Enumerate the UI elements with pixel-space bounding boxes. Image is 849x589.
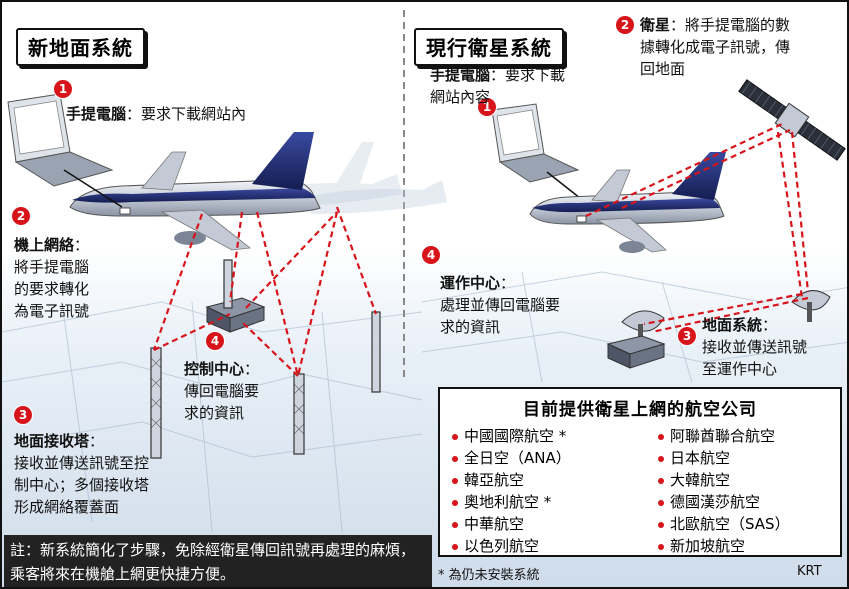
ground-map (2, 271, 847, 533)
left-step-3-head: 地面接收塔 (14, 432, 90, 450)
right-step-4-text: ： 處理並傳回電腦要 求的資訊 (440, 274, 561, 336)
list-item: 大韓航空 (658, 469, 790, 491)
list-item: 全日空（ANA） (452, 447, 571, 469)
satellite (738, 79, 846, 161)
left-step-4-head: 控制中心 (184, 360, 245, 378)
bullet-icon (658, 433, 664, 440)
airplane-left (69, 132, 321, 251)
credit: KRT (797, 564, 822, 579)
left-step-1-number: 1 (54, 80, 72, 98)
control-center-left (205, 297, 266, 333)
left-step-3-number: 3 (14, 406, 32, 424)
left-step-1-head: 手提電腦 (66, 105, 127, 123)
airline-name: 新加坡航空 (670, 537, 746, 555)
signal-paths-right (585, 123, 810, 334)
left-step-2-label: 機上網絡： 將手提電腦 的要求轉化 為電子訊號 (14, 234, 89, 322)
laptop-left (7, 93, 114, 187)
left-step-4-number: 4 (206, 332, 224, 350)
list-item: 北歐航空（SAS） (658, 513, 790, 535)
bullet-icon (658, 521, 664, 528)
airline-name: 北歐航空（SAS） (670, 515, 790, 533)
list-item: 德國漢莎航空 (658, 491, 790, 513)
bullet-icon (452, 455, 458, 462)
airline-name: 日本航空 (670, 449, 731, 467)
airline-name: 韓亞航空 (464, 471, 525, 489)
left-step-4-label: 控制中心： 傳回電腦要 求的資訊 (184, 358, 259, 424)
list-item: 阿聯酋聯合航空 (658, 425, 790, 447)
list-item: 中國國際航空 * (452, 425, 571, 447)
right-step-3-head: 地面系統 (702, 316, 763, 334)
bullet-icon (658, 543, 664, 550)
operations-center-right (606, 335, 666, 369)
list-item: 韓亞航空 (452, 469, 571, 491)
right-step-2-head: 衛星 (640, 16, 671, 34)
bullet-icon (452, 499, 458, 506)
airline-name: 中華航空 (464, 515, 525, 533)
right-step-2-number: 2 (616, 16, 634, 34)
signal-paths-left (152, 206, 378, 377)
bullet-icon (658, 455, 664, 462)
right-panel-title: 現行衛星系統 (414, 28, 564, 66)
right-step-4-label: 運作中心： 處理並傳回電腦要 求的資訊 (440, 272, 560, 338)
airline-name: 奧地利航空 * (464, 493, 552, 511)
airline-name: 阿聯酋聯合航空 (670, 427, 776, 445)
list-item: 以色列航空 (452, 535, 571, 557)
airlines-list-left: 中國國際航空 * 全日空（ANA） 韓亞航空 奧地利航空 * 中華航空 以色列航… (452, 425, 571, 557)
right-step-4-head: 運作中心 (440, 274, 501, 292)
airplane-right (529, 152, 726, 253)
left-step-2-number: 2 (12, 207, 30, 225)
left-step-3-label: 地面接收塔： 接收並傳送訊號至控 制中心；多個接收塔 形成網絡覆蓋面 (14, 430, 149, 518)
airline-name: 以色列航空 (464, 537, 540, 555)
airline-name: 中國國際航空 * (464, 427, 567, 445)
right-step-1-number: 1 (478, 98, 496, 116)
bullet-icon (452, 433, 458, 440)
left-step-3-text: ： 接收並傳送訊號至控 制中心；多個接收塔 形成網絡覆蓋面 (14, 432, 150, 516)
airline-name: 全日空（ANA） (464, 449, 571, 467)
bullet-icon (658, 477, 664, 484)
airlines-title: 目前提供衛星上網的航空公司 (523, 400, 757, 420)
list-item: 中華航空 (452, 513, 571, 535)
right-step-1-head: 手提電腦 (430, 66, 491, 84)
airline-name: 德國漢莎航空 (670, 493, 761, 511)
laptop-right (491, 103, 580, 183)
right-step-1-label: 手提電腦：要求下載 網站內容 (430, 64, 565, 108)
list-item: 奧地利航空 * (452, 491, 571, 513)
left-step-2-head: 機上網絡 (14, 236, 75, 254)
ghost-plane-right (302, 180, 447, 214)
list-item: 日本航空 (658, 447, 790, 469)
footnote: * 為仍未安裝系統 (438, 568, 540, 583)
list-item: 新加坡航空 (658, 535, 790, 557)
right-step-3-number: 3 (678, 327, 696, 345)
bullet-icon (452, 521, 458, 528)
bullet-icon (658, 499, 664, 506)
right-step-3-label: 地面系統： 接收並傳送訊號 至運作中心 (702, 314, 807, 380)
right-step-2-label: 衛星：將手提電腦的數 據轉化成電子訊號，傳 回地面 (640, 14, 790, 80)
left-step-1-label: 手提電腦：要求下載網站內 (66, 103, 246, 125)
left-step-4-text: ： 傳回電腦要 求的資訊 (184, 360, 260, 422)
right-step-3-text: ： 接收並傳送訊號 至運作中心 (702, 316, 808, 378)
airline-name: 大韓航空 (670, 471, 731, 489)
left-panel-title: 新地面系統 (16, 28, 145, 66)
left-step-1-text: ：要求下載網站內 (126, 105, 247, 123)
airlines-box: 目前提供衛星上網的航空公司 中國國際航空 * 全日空（ANA） 韓亞航空 奧地利… (438, 387, 842, 557)
bullet-icon (452, 543, 458, 550)
right-step-1-text: ：要求下載 網站內容 (430, 66, 566, 106)
note-bar: 註：新系統簡化了步驟，免除經衛星傳回訊號再處理的麻煩，乘客將來在機艙上網更快捷方… (4, 535, 432, 587)
left-step-2-text: ： 將手提電腦 的要求轉化 為電子訊號 (14, 236, 90, 320)
bullet-icon (452, 477, 458, 484)
right-step-4-number: 4 (422, 246, 440, 264)
right-step-2-text: ：將手提電腦的數 據轉化成電子訊號，傳 回地面 (640, 16, 791, 78)
airlines-list-right: 阿聯酋聯合航空 日本航空 大韓航空 德國漢莎航空 北歐航空（SAS） 新加坡航空 (658, 425, 790, 557)
